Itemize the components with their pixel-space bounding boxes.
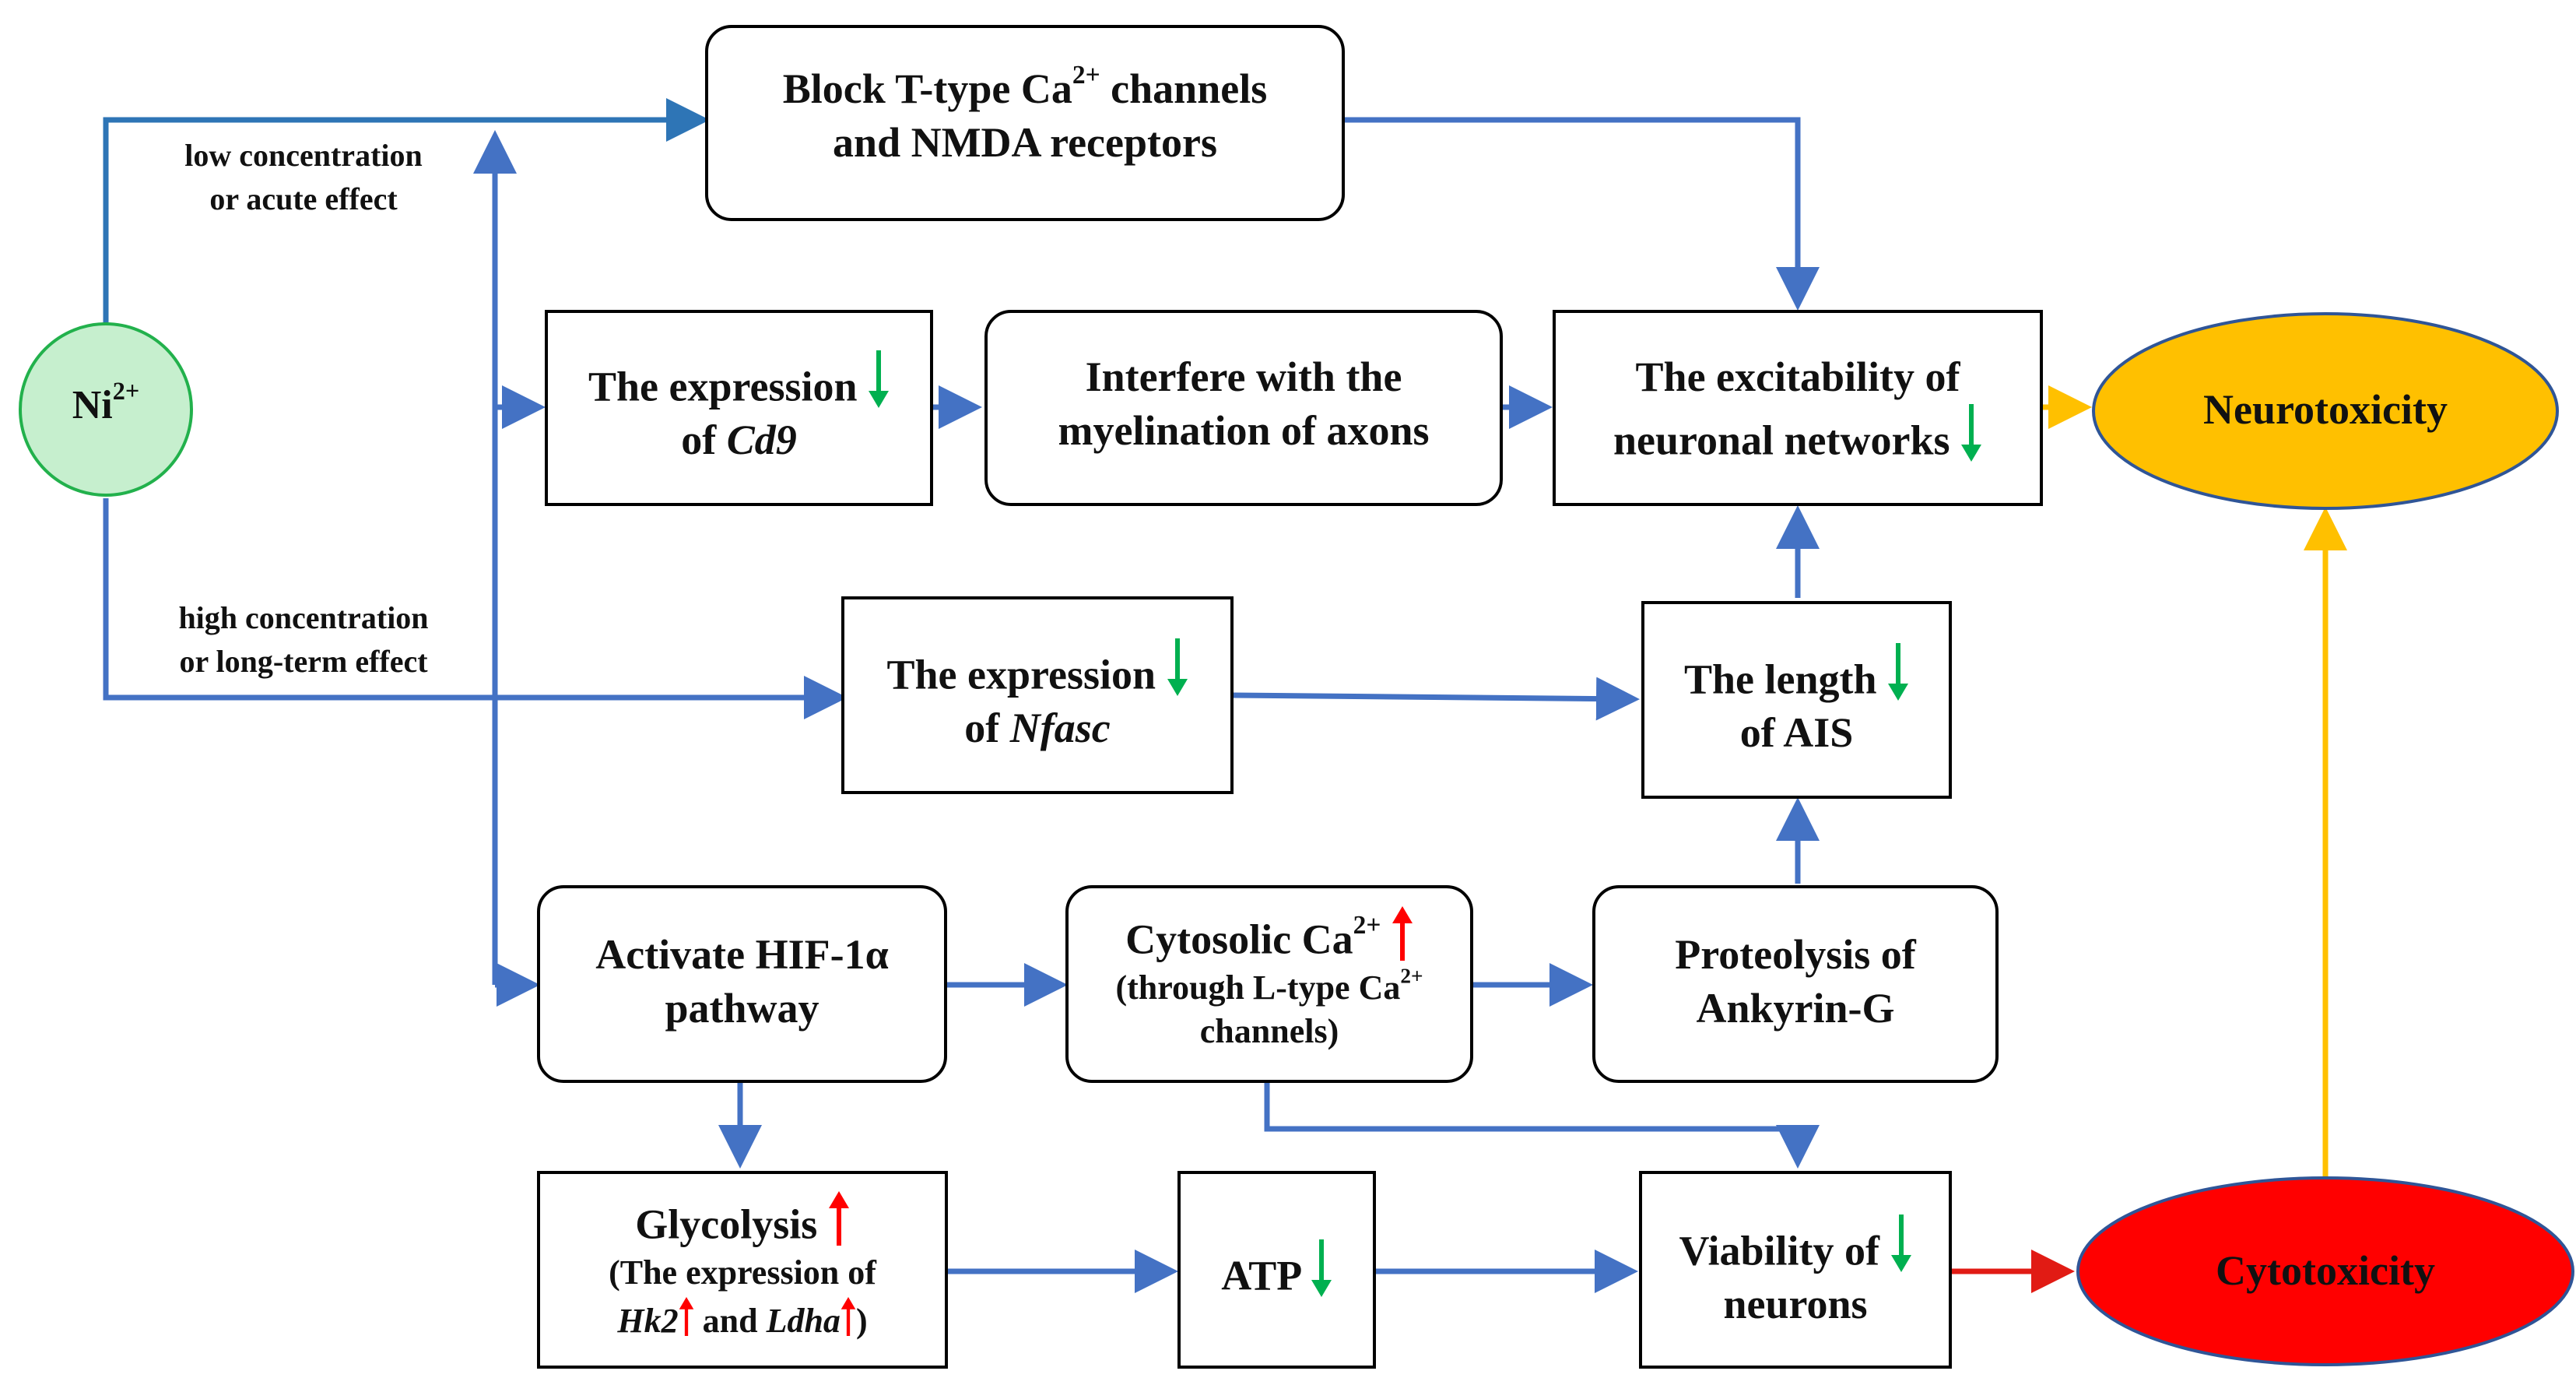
node-glycolysis-box <box>537 1171 948 1369</box>
node-nfasc: The expression of Nfasc <box>843 638 1232 754</box>
node-atp-box <box>1177 1171 1376 1369</box>
red-up-arrow-icon <box>841 1296 856 1336</box>
node-ankyrin: Proteolysis of Ankyrin-G <box>1675 931 1916 1032</box>
edge-cytosolic-to-viability <box>1264 1083 1820 1169</box>
node-myelin-box <box>984 310 1503 506</box>
node-glycolysis: Glycolysis (The expression of Hk2 and Ld… <box>539 1191 946 1343</box>
green-down-arrow-icon <box>1888 643 1909 701</box>
node-viability-box <box>1639 1171 1952 1369</box>
green-down-arrow-icon <box>1167 638 1188 696</box>
node-cytosolic: Cytosolic Ca2+ (through L-type Ca2+ chan… <box>1067 906 1472 1053</box>
red-up-arrow-icon <box>1392 906 1413 961</box>
edge-ni-to-nfasc <box>103 498 848 719</box>
ni-circle <box>19 322 193 497</box>
cytotoxicity-label: Cytotoxicity <box>2216 1247 2435 1294</box>
node-cytosolic-box <box>1065 885 1473 1083</box>
ni-symbol: Ni <box>72 383 113 427</box>
ni-label: Ni2+ <box>20 376 191 431</box>
green-down-arrow-icon <box>1961 403 1982 462</box>
node-ais-box <box>1641 601 1952 799</box>
node-atp: ATP <box>1179 1239 1374 1302</box>
low-concentration-label: low concentration or acute effect <box>184 138 423 216</box>
edge-ni-to-block <box>103 98 710 325</box>
green-down-arrow-icon <box>1311 1239 1332 1297</box>
node-block-box <box>705 25 1345 221</box>
node-viability: Viability of neurons <box>1641 1215 1950 1331</box>
edge-block-to-excit <box>1343 117 1820 311</box>
green-down-arrow-icon <box>1890 1215 1911 1272</box>
edge-nfasc-to-ais <box>1231 677 1640 721</box>
ni-charge: 2+ <box>112 376 140 405</box>
high-concentration-label: high concentration or long-term effect <box>178 600 429 679</box>
green-down-arrow-icon <box>869 350 890 408</box>
node-hif-box <box>537 885 947 1083</box>
node-nfasc-box <box>841 596 1234 794</box>
node-ankyrin-box <box>1592 885 1999 1083</box>
red-up-arrow-icon <box>828 1191 849 1246</box>
node-ais: The length of AIS <box>1643 643 1950 759</box>
node-block: Block T-type Ca2+ channels and NMDA rece… <box>782 60 1268 166</box>
node-myelin: Interfere with the myelination of axons <box>1058 353 1430 454</box>
node-cd9-box <box>545 310 933 506</box>
node-excit: The excitability of neuronal networks <box>1554 350 2041 466</box>
red-up-arrow-icon <box>679 1296 693 1336</box>
neurotoxicity-ellipse <box>2092 312 2559 510</box>
node-hif: Activate HIF-1α pathway <box>595 931 889 1032</box>
node-cd9: The expression of Cd9 <box>546 350 932 466</box>
node-excit-box <box>1553 310 2043 506</box>
cytotoxicity-ellipse <box>2076 1176 2574 1366</box>
neurotoxicity-label: Neurotoxicity <box>2203 386 2448 433</box>
